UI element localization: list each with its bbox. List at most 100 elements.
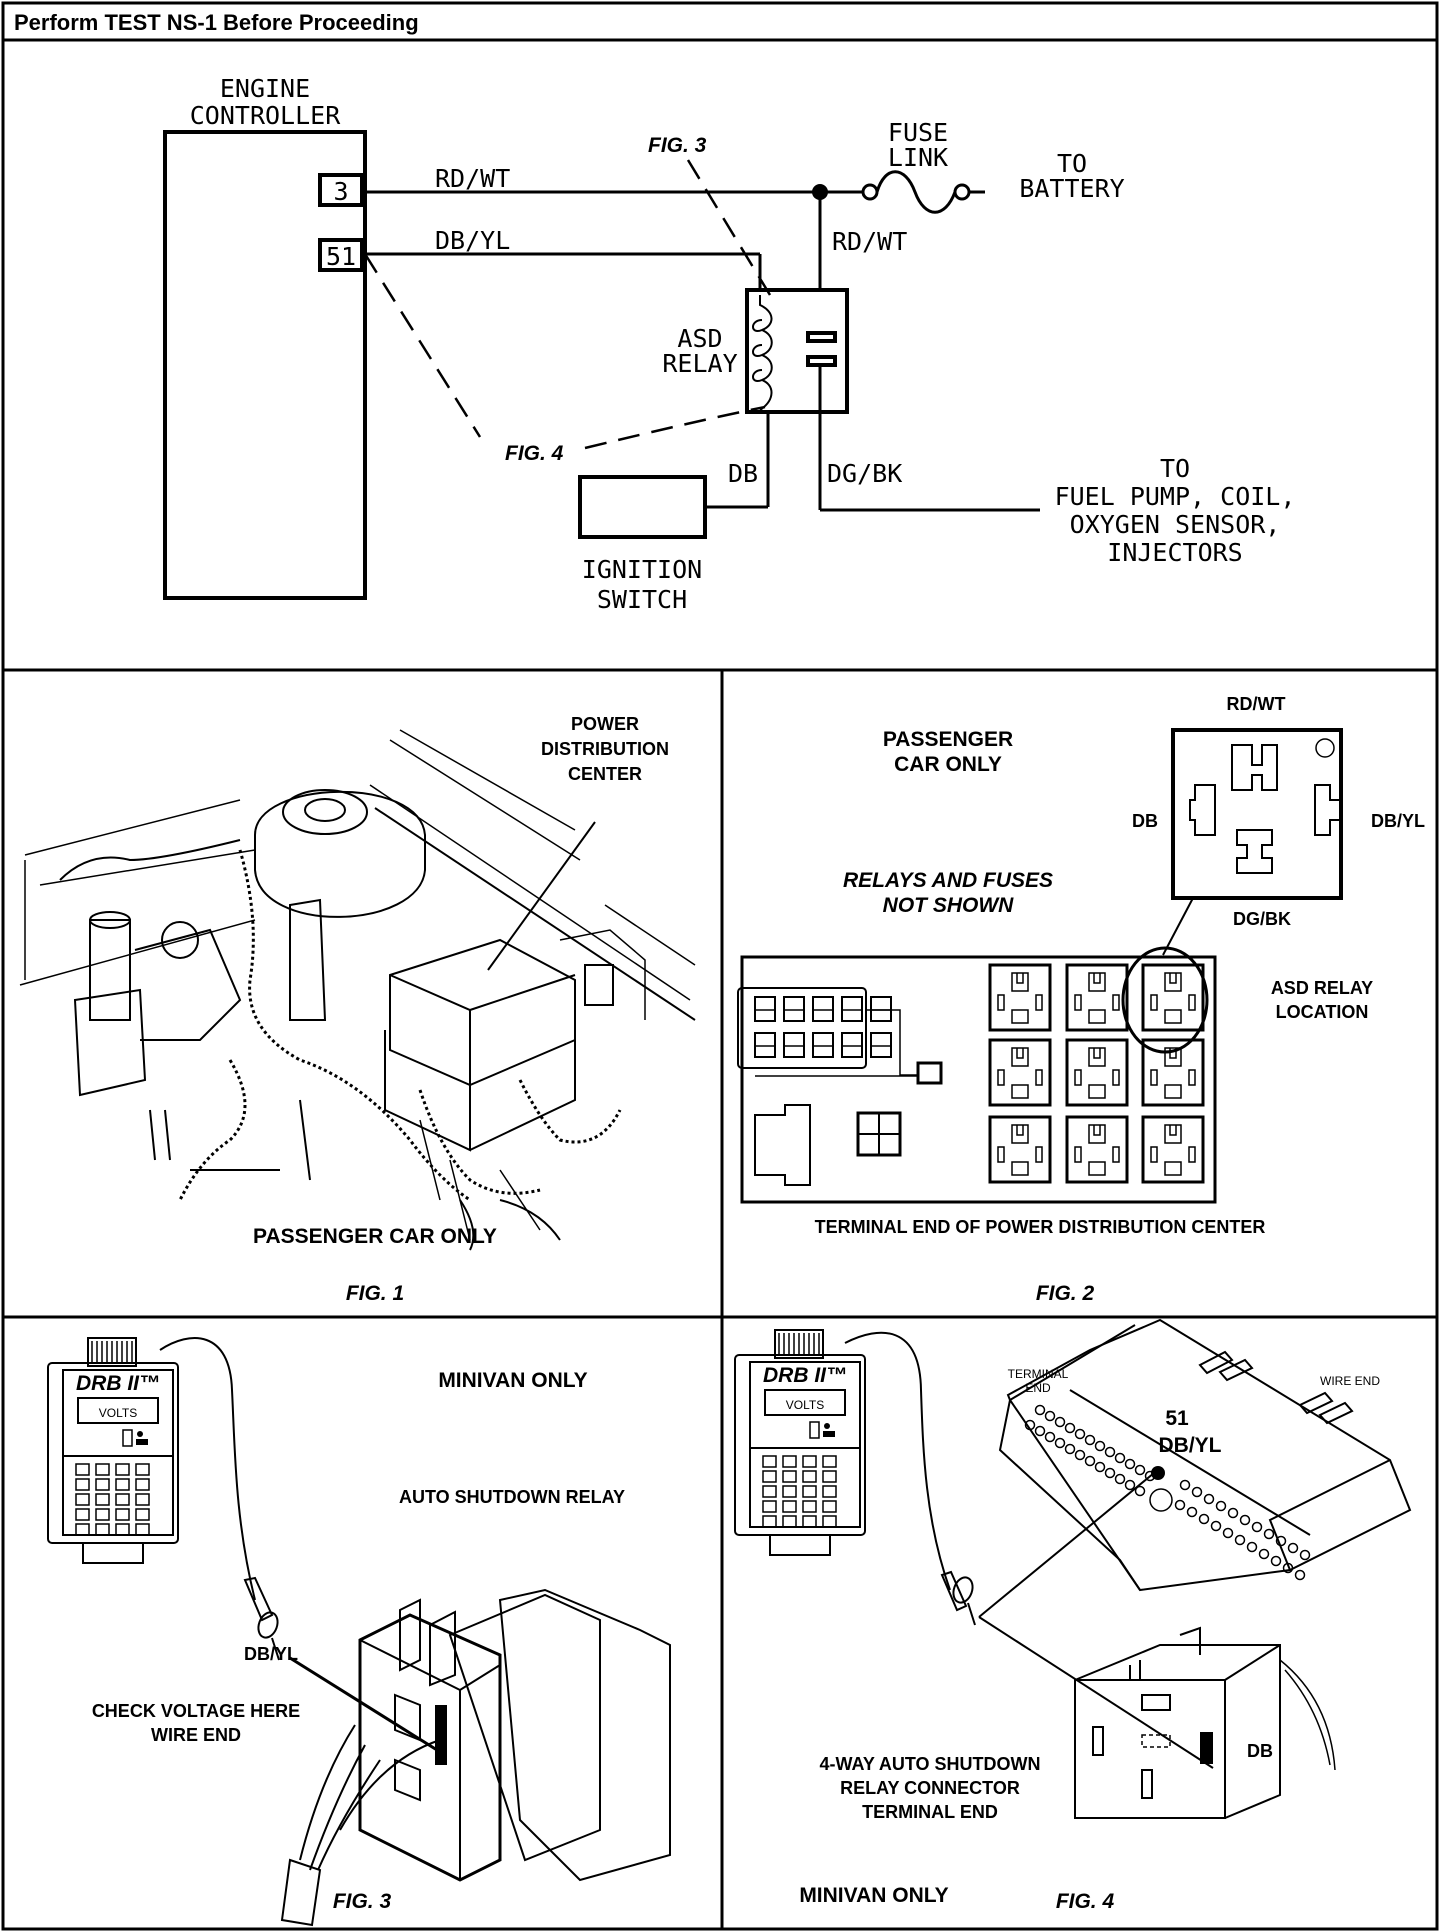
pin-51-number: 51 [326, 242, 356, 271]
engine-controller-label-1: ENGINE [220, 74, 310, 103]
fuse-cavity [870, 1032, 892, 1058]
connector-pin [1294, 1569, 1306, 1581]
tester-key [135, 1508, 150, 1521]
connector-pin [1044, 1431, 1056, 1443]
fuse-cavity [754, 996, 776, 1022]
fuse-cavity [841, 1032, 863, 1058]
fuse-link-label-1: FUSE [888, 118, 948, 147]
tester-key [782, 1515, 797, 1528]
connector-pin [1114, 1473, 1126, 1485]
cavity-center [1141, 1734, 1171, 1748]
fig2-note-1: RELAYS AND FUSES [843, 869, 1053, 892]
tester-key [75, 1463, 90, 1476]
pin-3-box [318, 173, 364, 207]
to-loads-label-3: OXYGEN SENSOR, [1070, 510, 1281, 539]
tester-key [782, 1455, 797, 1468]
four-way-relay-connector: DB [1074, 1626, 1336, 1819]
asd-relay-label-1: ASD [677, 324, 722, 353]
tester-key [135, 1463, 150, 1476]
test-probe [940, 1570, 968, 1612]
asd-relay-connector-illustration [280, 1588, 671, 1927]
tester-switch [122, 1429, 133, 1447]
fig1-callout-2: DISTRIBUTION [541, 739, 669, 759]
tester-brand: DRB II™ [76, 1372, 160, 1395]
connector-pin [1034, 1404, 1046, 1416]
fig1-label: FIG. 1 [346, 1282, 404, 1305]
db-yl-cavity [435, 1705, 447, 1765]
tester-key [115, 1508, 130, 1521]
engine-controller-label-2: CONTROLLER [190, 101, 341, 130]
wiring-schematic: ENGINE CONTROLLER 3 51 RD/WT FUSE LINK T… [163, 74, 1295, 614]
connector-pin [1258, 1548, 1270, 1560]
cavity-bottom [1141, 1769, 1153, 1799]
connector-pin [1191, 1486, 1203, 1498]
connector-pin [1074, 1428, 1086, 1440]
tester-key [95, 1523, 110, 1536]
ignition-switch-label-2: SWITCH [597, 585, 687, 614]
tester-key [75, 1478, 90, 1491]
relay-cavity [1065, 1115, 1129, 1184]
fig3-instruction-1: CHECK VOLTAGE HERE [92, 1701, 300, 1721]
asd-relay-label-2: RELAY [662, 349, 737, 378]
connector-pin [1174, 1499, 1186, 1511]
connector-pin [1203, 1493, 1215, 1505]
tester-key [115, 1463, 130, 1476]
fig3-heading: MINIVAN ONLY [438, 1369, 587, 1392]
tester-lead [159, 1337, 256, 1601]
connector-pin [1234, 1534, 1246, 1546]
relay-cavity [1065, 1038, 1129, 1107]
fuse-cavity [812, 1032, 834, 1058]
tester-key [822, 1515, 837, 1528]
fig2-note-2: NOT SHOWN [883, 894, 1014, 917]
connector-pin [1104, 1467, 1116, 1479]
tester-key [135, 1493, 150, 1506]
connector-pin [1198, 1513, 1210, 1525]
tester-key [135, 1523, 150, 1536]
relay-cavity [1141, 1115, 1205, 1184]
cavity-left [1092, 1726, 1104, 1756]
connector-pin [1134, 1485, 1146, 1497]
relay-cavity [1065, 963, 1129, 1032]
connector-pin [1054, 1437, 1066, 1449]
relay-cavity [988, 963, 1052, 1032]
tester-key [802, 1470, 817, 1483]
page-title: Perform TEST NS-1 Before Proceeding [14, 10, 419, 35]
connector-pin [1227, 1507, 1239, 1519]
asd-location-label-1: ASD RELAY [1271, 978, 1373, 998]
connector-pin [1064, 1422, 1076, 1434]
ignition-wire-label: DB [728, 459, 758, 488]
cavity-label-top: RD/WT [1227, 694, 1286, 714]
tester-key [782, 1500, 797, 1513]
tester-connector [774, 1329, 824, 1359]
connector-pin [1024, 1419, 1036, 1431]
connector-pin [1246, 1541, 1258, 1553]
tester-key [822, 1455, 837, 1468]
tester-key [802, 1455, 817, 1468]
fig3-relay-title: AUTO SHUTDOWN RELAY [399, 1487, 625, 1507]
tester-key [782, 1470, 797, 1483]
tester-key [135, 1478, 150, 1491]
tester-key [95, 1463, 110, 1476]
cavity-label-left: DB [1132, 811, 1158, 831]
fig4-cavity-wire-label: DB [1247, 1741, 1273, 1761]
tester-key [95, 1478, 110, 1491]
fuse-cavity [812, 996, 834, 1022]
tester-key [802, 1485, 817, 1498]
connector-pin [1094, 1440, 1106, 1452]
fuse-link-label-2: LINK [888, 143, 948, 172]
to-battery-label-2: BATTERY [1019, 174, 1124, 203]
tester-key [762, 1455, 777, 1468]
terminal-end-label-1: TERMINAL [1008, 1367, 1069, 1381]
pin-51-box [318, 238, 364, 272]
relay-cavity [988, 1038, 1052, 1107]
connector-pin [1251, 1521, 1263, 1533]
tester-key [95, 1493, 110, 1506]
tester-display-text: VOLTS [99, 1406, 137, 1420]
wire-end-label: WIRE END [1320, 1374, 1380, 1388]
relay-cavity [1141, 1038, 1205, 1107]
tester-key [802, 1515, 817, 1528]
tester-display [77, 1397, 159, 1424]
